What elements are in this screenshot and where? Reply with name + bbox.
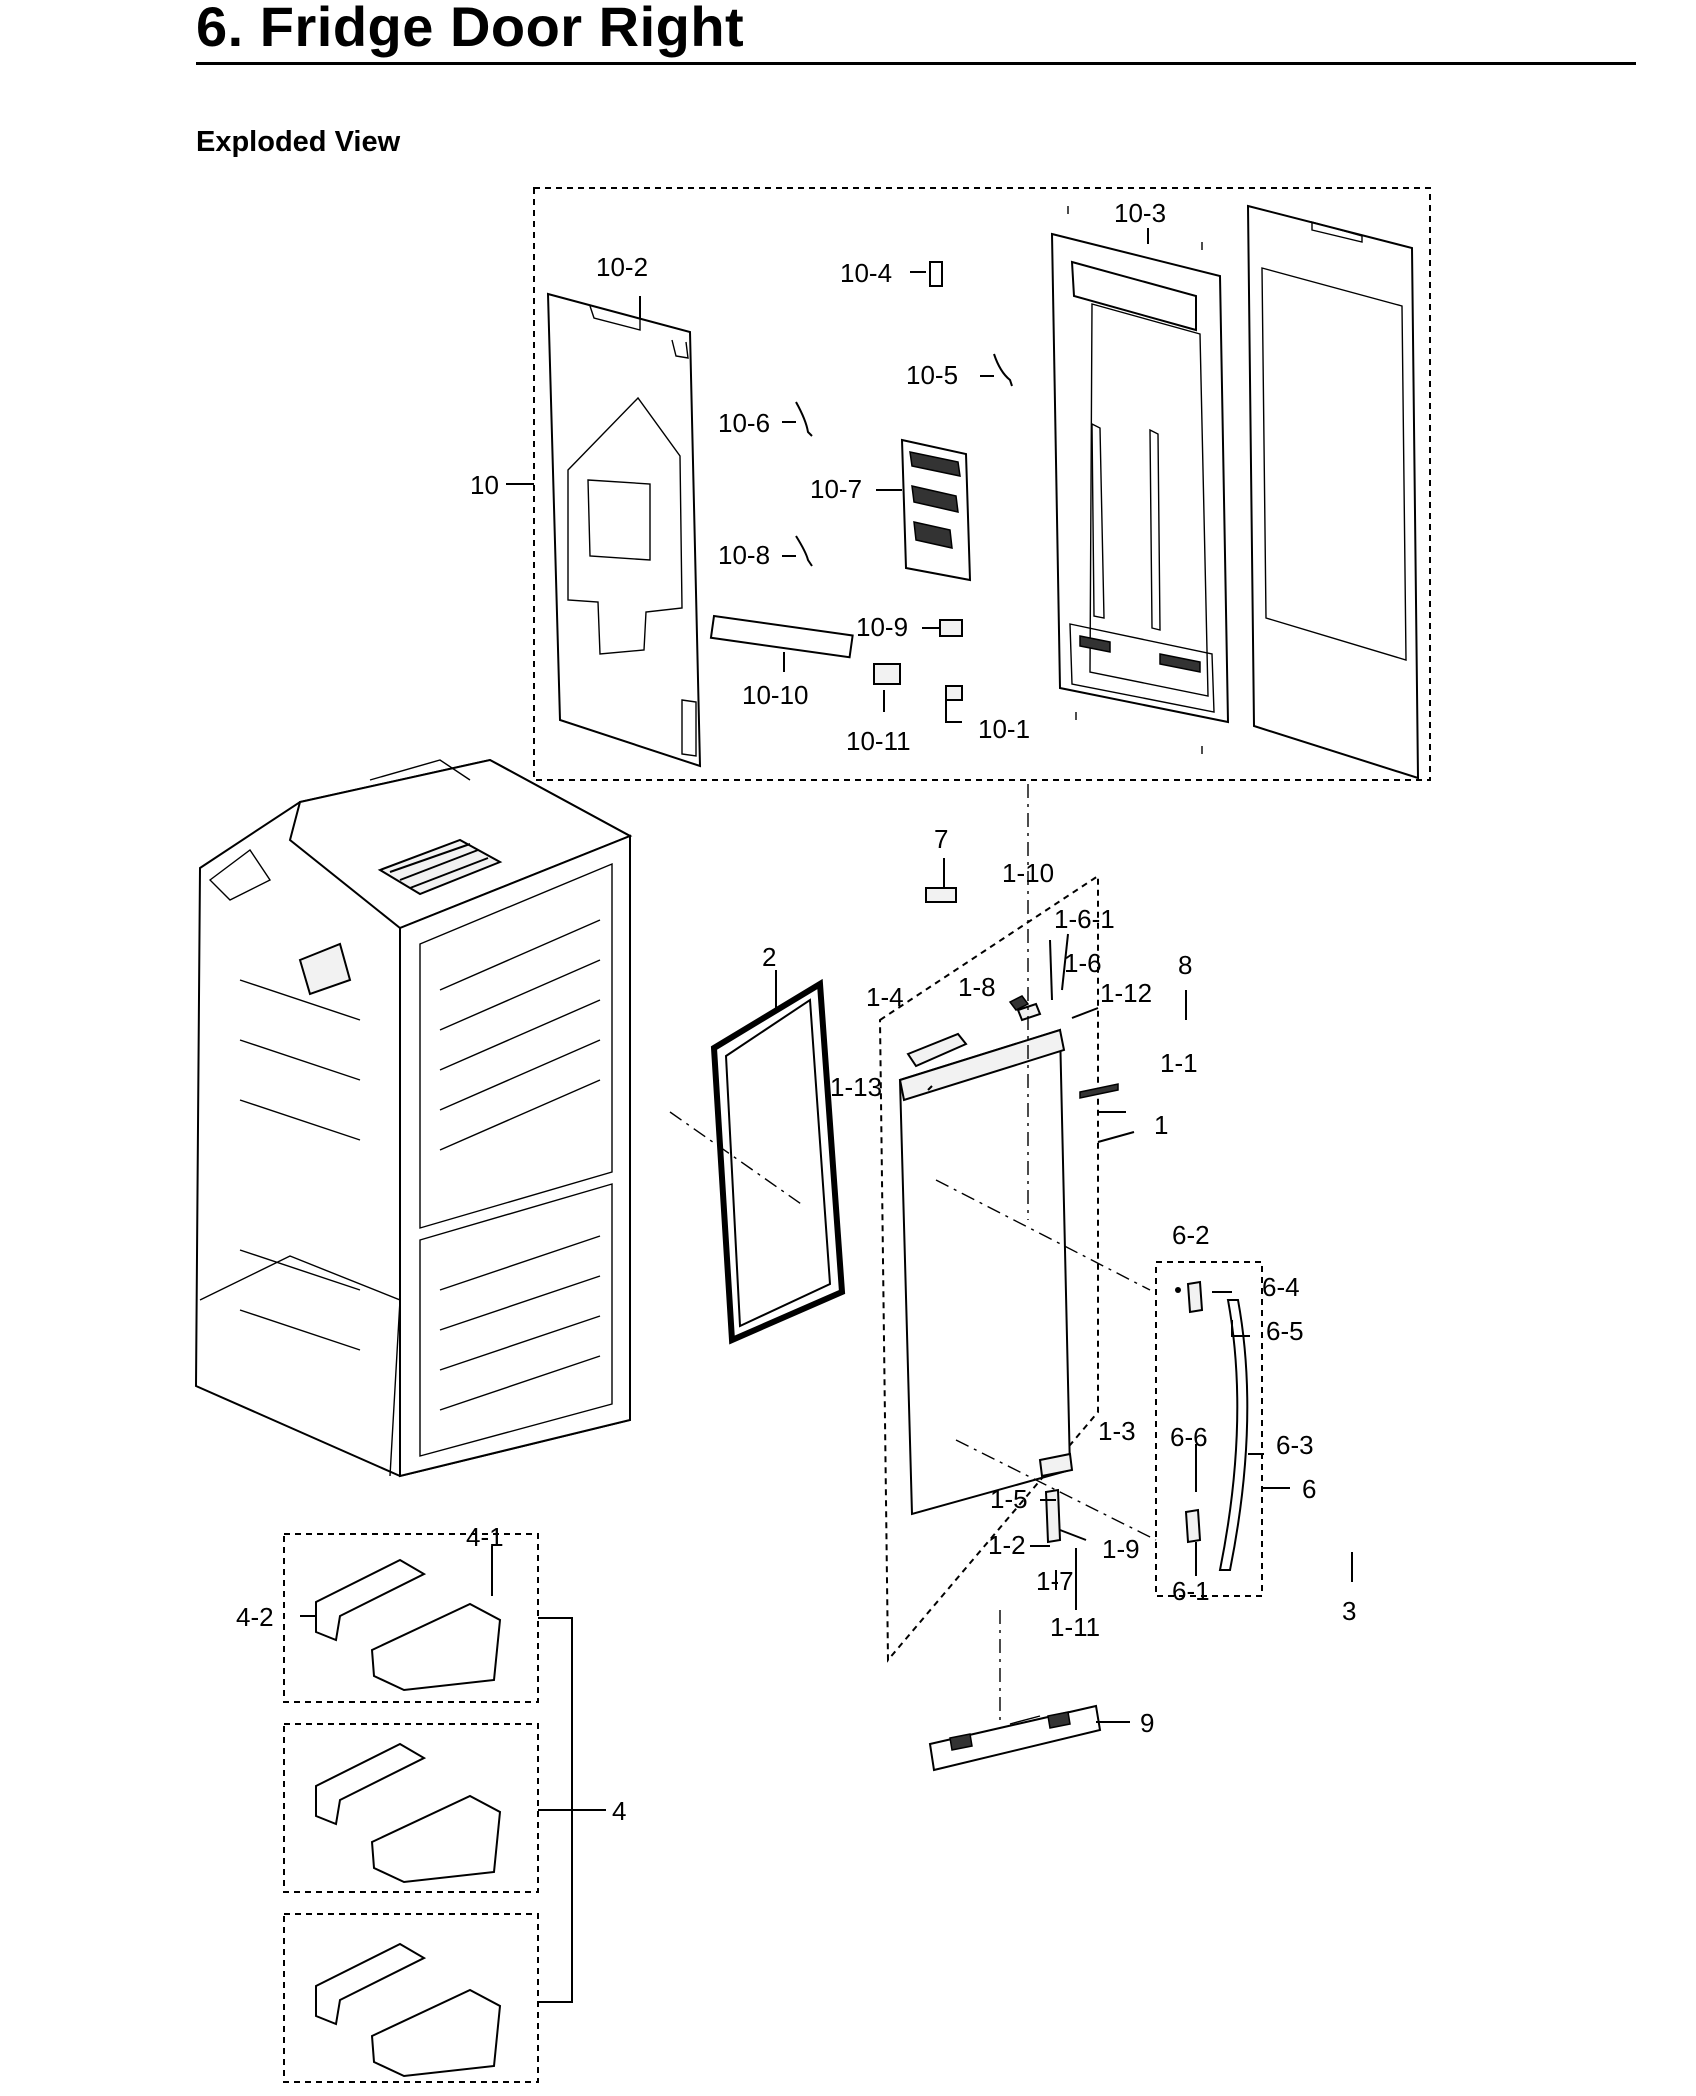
callout-4: 4 [612, 1796, 626, 1826]
assembly-10-dashed-box [533, 187, 1431, 781]
part-1-1-screw-row [1079, 1083, 1119, 1099]
callout-1-6: 1-6 [1064, 948, 1102, 978]
centerline-handle-lower [955, 1439, 1157, 1541]
callout-1-8: 1-8 [958, 972, 996, 1002]
callout-3: 3 [1342, 1596, 1356, 1626]
part-2-gasket [710, 970, 846, 1345]
callout-10-2: 10-2 [596, 252, 648, 282]
part-1-door [878, 858, 1187, 1663]
callout-10-9: 10-9 [856, 612, 908, 642]
callout-4-1: 4-1 [466, 1522, 504, 1552]
door-outer-panel [1246, 204, 1420, 780]
part-1-8-bushing [1008, 995, 1030, 1011]
callout-1-11: 1-11 [1050, 1612, 1100, 1642]
callout-1-10: 1-10 [1002, 858, 1054, 888]
part-10-10-strip [709, 614, 854, 659]
callout-4-2: 4-2 [236, 1602, 274, 1632]
part-1-2-pin [1044, 1488, 1062, 1544]
title-underline [196, 62, 1636, 65]
callout-7: 7 [934, 824, 948, 854]
callout-1-7: 1-7 [1036, 1566, 1074, 1596]
callout-1-6-1: 1-6-1 [1054, 904, 1115, 934]
callout-6-1: 6-1 [1172, 1576, 1210, 1606]
part-10-5-wire [993, 353, 1013, 387]
part-6-handle [1155, 1261, 1353, 1597]
callout-8: 8 [1178, 950, 1192, 980]
callout-1-9: 1-9 [1102, 1534, 1140, 1564]
callout-1-5: 1-5 [990, 1484, 1028, 1514]
callout-6: 6 [1302, 1474, 1316, 1504]
callout-10-3: 10-3 [1114, 198, 1166, 228]
part-10-2-cover [546, 292, 702, 768]
refrigerator-cabinet [194, 758, 633, 1478]
bin-box-2 [283, 1723, 539, 1893]
part-10-9-connector [939, 619, 963, 637]
callout-10-5: 10-5 [906, 360, 958, 390]
callout-1-12: 1-12 [1100, 978, 1152, 1008]
part-10-1-clip [945, 685, 963, 701]
part-10-4-clip [929, 261, 943, 287]
assembly-10-group [506, 187, 1431, 781]
callout-1-4: 1-4 [866, 982, 904, 1012]
part-7-hinge [925, 887, 957, 903]
callout-6-3: 6-3 [1276, 1430, 1314, 1460]
callout-1: 1 [1154, 1110, 1168, 1140]
bin-pair-3 [315, 1942, 502, 2078]
part-10-11-bracket [873, 663, 901, 685]
callout-6-5: 6-5 [1266, 1316, 1304, 1346]
part-10-8-wire [795, 535, 813, 567]
callout-10-1: 10-1 [978, 714, 1030, 744]
callout-10-8: 10-8 [718, 540, 770, 570]
part-10-3-door-inner [1050, 232, 1230, 724]
page-title: 6. Fridge Door Right [196, 0, 745, 58]
callout-6-2: 6-2 [1172, 1220, 1210, 1250]
part-4-bins [283, 1533, 606, 2083]
callout-6-4: 6-4 [1262, 1272, 1300, 1302]
callout-6-6: 6-6 [1170, 1422, 1208, 1452]
callout-10: 10 [470, 470, 499, 500]
callout-10-4: 10-4 [840, 258, 892, 288]
part-1-3-hinge [1038, 1452, 1074, 1478]
centerline-handle [935, 1179, 1151, 1291]
part-9-hinge-base [928, 1610, 1130, 1772]
section-subtitle: Exploded View [196, 126, 401, 158]
callout-1-3: 1-3 [1098, 1416, 1136, 1446]
bin-pair-2 [315, 1742, 502, 1884]
bin-pair-1 [315, 1558, 502, 1692]
callout-10-10: 10-10 [742, 680, 809, 710]
callout-10-7: 10-7 [810, 474, 862, 504]
bin-box-3 [283, 1913, 539, 2083]
callout-labels: 10-3 10-2 10-4 10-5 10-6 10 10-7 10-8 10… [236, 198, 1356, 1826]
callout-1-1: 1-1 [1160, 1048, 1198, 1078]
callout-1-2: 1-2 [988, 1530, 1026, 1560]
callout-2: 2 [762, 942, 776, 972]
callout-10-11: 10-11 [846, 726, 911, 756]
callout-10-6: 10-6 [718, 408, 770, 438]
bin-box-1 [283, 1533, 539, 1703]
part-10-6-wire [795, 401, 813, 437]
centerline-gasket [669, 1111, 805, 1207]
callout-9: 9 [1140, 1708, 1154, 1738]
part-10-7-pcb [900, 438, 972, 582]
callout-1-13: 1-13 [830, 1072, 882, 1102]
